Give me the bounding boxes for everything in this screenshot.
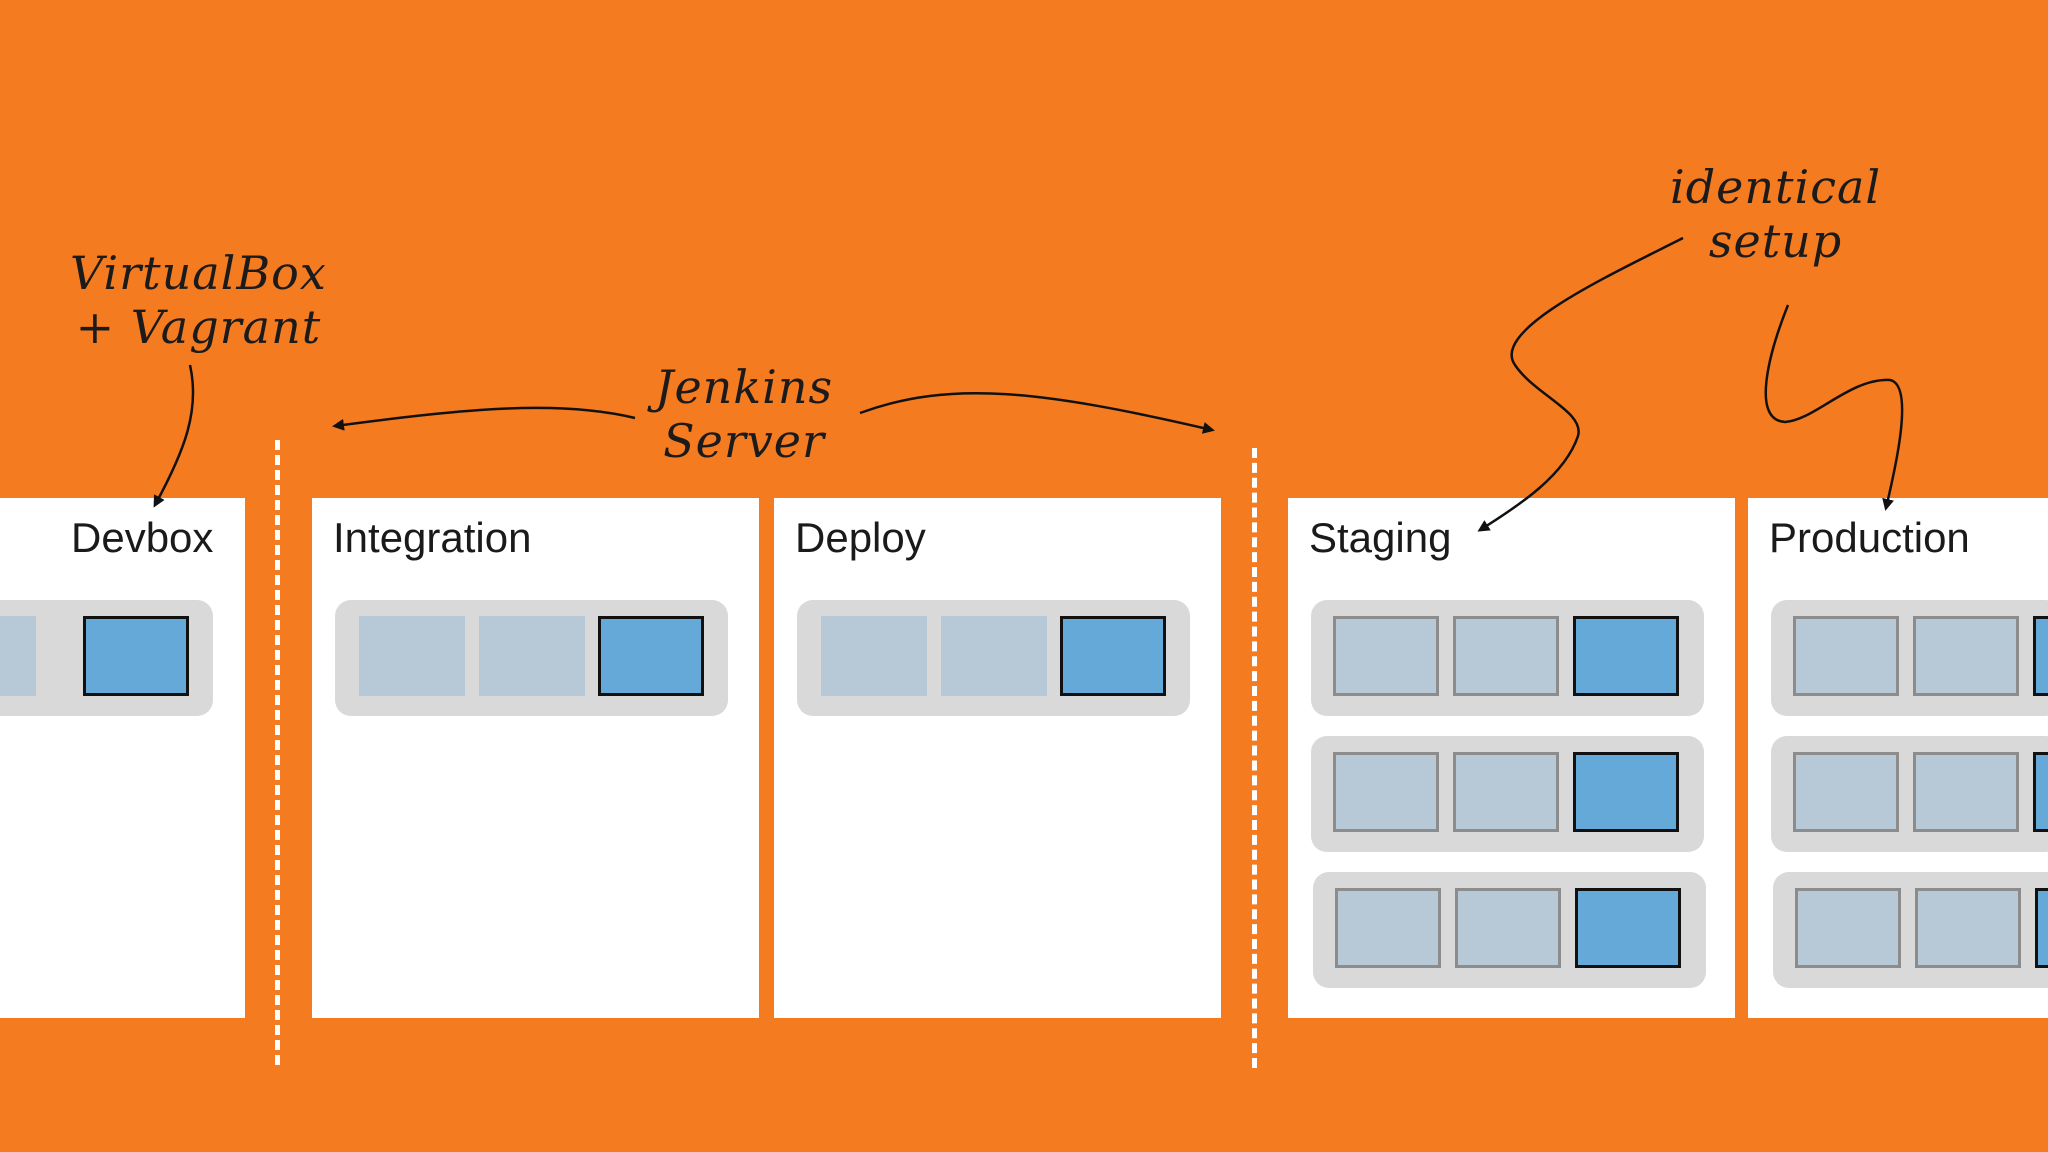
environment-title: Deploy — [795, 514, 926, 561]
dashed-divider-right — [1252, 448, 1257, 1068]
environment-production: Production — [1748, 498, 2048, 1018]
server-box — [1913, 752, 2019, 832]
annotation-line: VirtualBox — [70, 246, 327, 300]
annotation-line: identical — [1670, 160, 1882, 214]
environment-title: Integration — [333, 514, 532, 561]
server-box-active — [598, 616, 704, 696]
server-box — [1333, 752, 1439, 832]
environment-title: Devbox — [71, 514, 214, 561]
server-box-active — [1060, 616, 1166, 696]
server-box-active — [2033, 752, 2048, 832]
arrow-to-devbox — [153, 364, 195, 508]
server-box — [941, 616, 1047, 696]
server-rack — [1311, 600, 1704, 716]
server-rack — [335, 600, 728, 716]
annotation-line: Jenkins — [655, 360, 834, 414]
server-rack — [1771, 600, 2048, 716]
server-box — [1795, 888, 1901, 968]
annotation-line: + Vagrant — [75, 300, 322, 354]
identical-setup-annotation: identical setup — [1670, 160, 1881, 268]
server-box-active — [2035, 888, 2048, 968]
environment-title: Staging — [1309, 514, 1452, 561]
server-box — [1335, 888, 1441, 968]
environment-integration: Integration — [312, 498, 759, 1018]
arrow-to-deploy — [859, 391, 1215, 434]
server-box — [1453, 616, 1559, 696]
annotation-line: Server — [663, 414, 826, 468]
server-rack — [1771, 736, 2048, 852]
arrow-to-staging — [1477, 236, 1684, 532]
server-rack — [1311, 736, 1704, 852]
jenkins-server-annotation: Jenkins Server — [655, 360, 833, 468]
server-rack — [797, 600, 1190, 716]
server-box-active — [83, 616, 189, 696]
server-box — [1455, 888, 1561, 968]
server-box — [1793, 752, 1899, 832]
environment-devbox: Devbox — [0, 498, 245, 1018]
server-box — [1793, 616, 1899, 696]
arrow-to-integration — [332, 406, 636, 431]
server-box — [479, 616, 585, 696]
server-rack — [0, 600, 213, 716]
server-box — [1453, 752, 1559, 832]
server-box-active — [1573, 752, 1679, 832]
environment-title: Production — [1769, 514, 1970, 561]
environment-staging: Staging — [1288, 498, 1735, 1018]
server-box — [1915, 888, 2021, 968]
server-box — [821, 616, 927, 696]
server-box-active — [2033, 616, 2048, 696]
server-box — [359, 616, 465, 696]
server-box — [1333, 616, 1439, 696]
annotation-line: setup — [1708, 214, 1843, 268]
server-box — [0, 616, 36, 696]
server-box-active — [1573, 616, 1679, 696]
virtualbox-vagrant-annotation: VirtualBox + Vagrant — [70, 246, 327, 354]
server-rack — [1313, 872, 1706, 988]
server-box — [1913, 616, 2019, 696]
server-rack — [1773, 872, 2048, 988]
environment-deploy: Deploy — [774, 498, 1221, 1018]
dashed-divider-left — [275, 440, 280, 1065]
server-box-active — [1575, 888, 1681, 968]
arrow-to-production — [1764, 304, 1904, 511]
